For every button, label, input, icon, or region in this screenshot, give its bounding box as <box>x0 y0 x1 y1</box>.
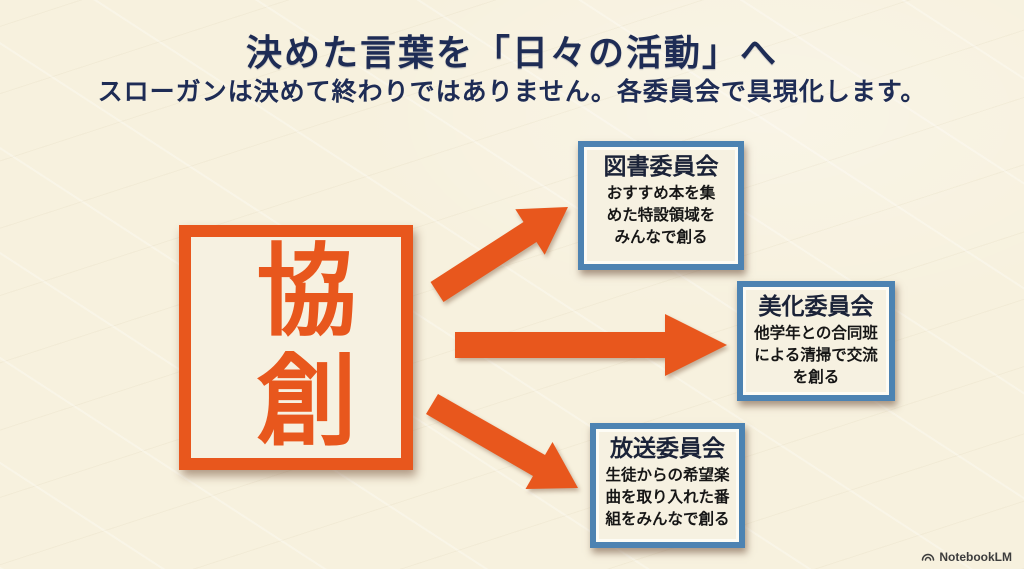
keyword-text: 協創 <box>241 237 352 458</box>
committee-body-line: による清掃で交流 <box>754 347 878 365</box>
notebooklm-icon <box>922 553 935 561</box>
committee-body-line: みんなで創る <box>614 229 708 247</box>
committee-body-line: 他学年との合同班 <box>754 325 878 343</box>
committee-body-line: 生徒からの希望楽 <box>605 467 730 485</box>
arrow-to-broadcast <box>426 394 578 489</box>
committee-body-line: 組をみんなで創る <box>605 511 730 529</box>
committee-title: 図書委員会 <box>603 154 719 179</box>
committee-title: 放送委員会 <box>610 436 725 461</box>
committee-title: 美化委員会 <box>758 294 874 319</box>
committee-body-line: めた特設領域を <box>606 207 716 225</box>
arrow-to-library <box>430 207 568 302</box>
notebooklm-watermark: NotebookLM <box>921 550 1012 564</box>
page-title: 決めた言葉を「日々の活動」へ <box>245 33 778 73</box>
committee-body-line: おすすめ本を集 <box>606 185 716 203</box>
committee-box-broadcast: 放送委員会 生徒からの希望楽 曲を取り入れた番 組をみんなで創る <box>590 423 745 548</box>
arrow-to-beautification <box>455 314 727 376</box>
committee-box-beautification: 美化委員会 他学年との合同班 による清掃で交流 を創る <box>737 281 895 401</box>
committee-body-line: 曲を取り入れた番 <box>605 489 730 507</box>
notebooklm-label: NotebookLM <box>939 550 1012 564</box>
keyword-box: 協創 <box>179 225 413 470</box>
committee-box-library: 図書委員会 おすすめ本を集 めた特設領域を みんなで創る <box>578 141 744 270</box>
page-subtitle: スローガンは決めて終わりではありません。各委員会で具現化します。 <box>97 79 927 106</box>
committee-body-line: を創る <box>792 369 840 387</box>
